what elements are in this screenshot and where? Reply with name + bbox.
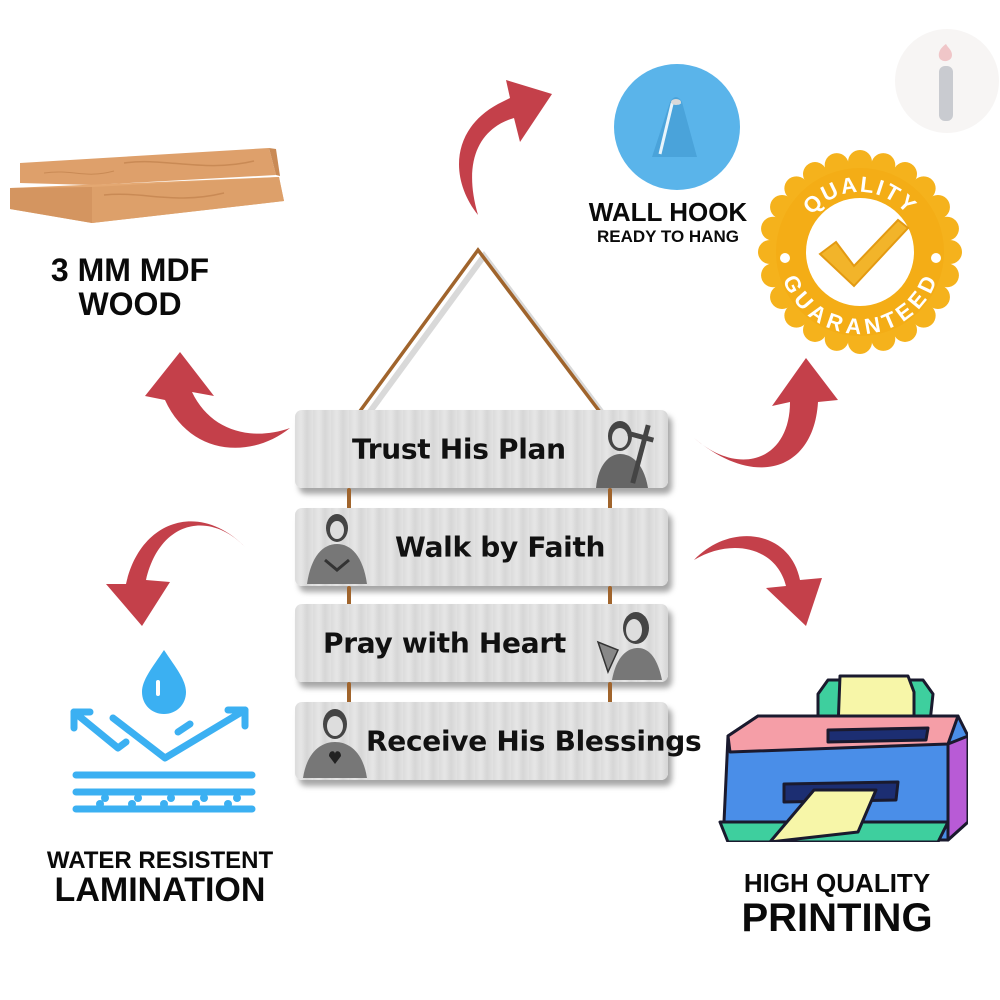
plank-text: Pray with Heart	[323, 626, 566, 660]
plank-1: Trust His Plan	[295, 410, 668, 488]
badge-scallop	[848, 330, 872, 354]
brand-logo	[894, 28, 1000, 134]
plank-text: Trust His Plan	[352, 432, 566, 466]
water-title-line2: LAMINATION	[54, 871, 266, 910]
badge-scallop	[848, 150, 872, 174]
badge-scallop	[758, 240, 782, 264]
wall-hook-icon	[612, 62, 742, 192]
water-feature-label: WATER RESISTENT LAMINATION	[20, 848, 300, 909]
arrow-to-water-icon	[106, 521, 246, 626]
plank-text: Receive His Blessings	[366, 724, 702, 758]
wall-hook-subtitle: READY TO HANG	[596, 227, 739, 247]
water-resistant-icon	[60, 648, 270, 828]
wall-hook-title: WALL HOOK	[588, 197, 748, 227]
arrow-to-printer-icon	[694, 536, 822, 626]
quality-badge-icon: QUALITY GUARANTEED	[758, 150, 962, 354]
plank-4: Receive His Blessings	[295, 702, 702, 780]
info-logo-icon	[895, 29, 999, 133]
wood-title-line1: 3 MM MDF	[50, 252, 210, 288]
plank-3: Pray with Heart	[295, 604, 668, 682]
rope-connector	[608, 586, 612, 610]
printing-title-line1: HIGH QUALITY	[743, 868, 931, 898]
plank-text: Walk by Faith	[395, 530, 606, 564]
printing-title-line2: PRINTING	[741, 896, 933, 941]
wood-feature-label: 3 MM MDF WOOD	[20, 252, 240, 322]
printing-feature-label: HIGH QUALITY PRINTING	[712, 868, 962, 941]
jesus-standing-figure-icon	[307, 514, 367, 584]
arrow-to-wood-icon	[145, 352, 290, 448]
rope-connector	[347, 488, 351, 512]
printer-icon	[718, 672, 970, 844]
water-title-line1: WATER RESISTENT	[46, 847, 274, 874]
rope-connector	[347, 586, 351, 610]
wood-planks-icon	[4, 143, 284, 223]
wall-hook-label: WALL HOOK READY TO HANG	[578, 197, 758, 247]
rope-connector	[608, 488, 612, 512]
badge-scallop	[938, 240, 962, 264]
rope-connector	[608, 682, 612, 706]
plank-2: Walk by Faith	[295, 508, 668, 586]
rope-connector	[347, 682, 351, 706]
jesus-sacred-heart-figure-icon	[303, 709, 367, 778]
arrow-to-badge-icon	[694, 358, 838, 468]
jesus-with-cross-figure-icon	[596, 421, 655, 488]
arrow-to-hook-icon	[459, 80, 552, 215]
jesus-praying-figure-icon	[596, 612, 662, 680]
wood-title-line2: WOOD	[78, 285, 182, 322]
